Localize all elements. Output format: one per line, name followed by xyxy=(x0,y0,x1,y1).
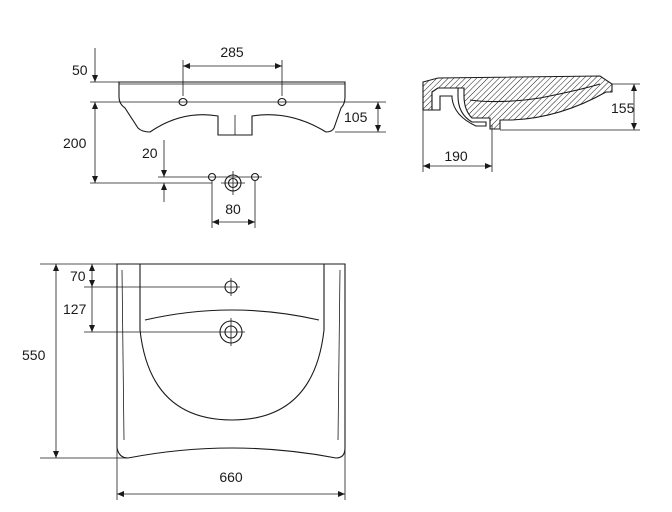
plan-view: 70 127 550 660 xyxy=(22,263,346,500)
dim-side-height: 155 xyxy=(611,100,635,116)
front-tap-hole-right xyxy=(277,97,287,107)
dim-plan-length: 550 xyxy=(22,347,46,363)
dim-plan-tap-offset: 70 xyxy=(70,268,86,284)
dim-plan-width: 660 xyxy=(219,469,243,485)
dim-front-drain-offset: 20 xyxy=(142,145,158,161)
dim-plan-drain-offset: 127 xyxy=(63,301,87,317)
dim-front-hole-spacing: 285 xyxy=(220,44,244,60)
dim-front-top-offset: 50 xyxy=(72,62,88,78)
front-view: 285 50 200 105 20 xyxy=(63,44,386,228)
dim-front-depth: 105 xyxy=(344,109,368,125)
side-section-view: 155 190 xyxy=(422,75,640,172)
plan-outer-outline xyxy=(116,263,346,459)
dim-front-drain-spacing: 80 xyxy=(225,201,241,217)
front-basin-outline xyxy=(118,81,346,136)
dim-front-height: 200 xyxy=(63,135,87,151)
front-tap-hole-left xyxy=(178,97,188,107)
dim-side-depth: 190 xyxy=(444,148,468,164)
side-section-wall xyxy=(422,75,613,130)
plan-bowl-outline xyxy=(139,264,325,421)
